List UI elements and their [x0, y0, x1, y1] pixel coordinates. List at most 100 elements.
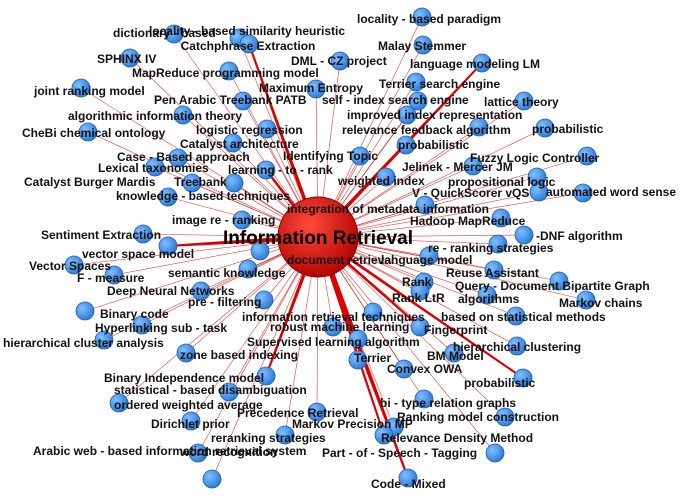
node-label-rank-ltr: Rank LtR	[392, 291, 445, 305]
center-node-circle[interactable]	[277, 196, 359, 278]
node-re-ranking-strategies[interactable]	[488, 234, 508, 254]
node-relevance-feedback-algorithm[interactable]	[469, 117, 489, 137]
node-self-index-search-engine[interactable]	[408, 91, 428, 111]
node-label-hierarchical-clustering: hierarchical clustering	[453, 340, 581, 354]
node-ordered-weighted-average[interactable]	[109, 393, 129, 413]
node-binary-independence-model[interactable]	[256, 366, 276, 386]
node-case-based-approach[interactable]	[168, 148, 188, 168]
node-hadoop-mapreduce[interactable]	[491, 208, 511, 228]
node-probabilistic[interactable]	[513, 368, 533, 388]
node-image-re-ranking[interactable]	[232, 210, 252, 230]
node-statistical-based-disambiguation[interactable]	[219, 382, 239, 402]
node-markov-chains[interactable]	[576, 290, 596, 310]
node-vector-space-model[interactable]	[158, 236, 178, 256]
node-label-identifying-topic: Identifying Topic	[283, 149, 378, 163]
node-relevance-density-method[interactable]	[374, 425, 394, 445]
edge-vector-spaces	[73, 236, 319, 266]
node-convex-owa[interactable]	[394, 359, 414, 379]
node-word-recognition[interactable]	[188, 443, 208, 463]
node-v-quickscorer-vqs[interactable]	[573, 183, 593, 203]
node-identifying-topic[interactable]	[350, 146, 370, 166]
node-maximum-entropy[interactable]	[306, 79, 326, 99]
node-treebank[interactable]	[224, 173, 244, 193]
node-catalyst-burger-mardis[interactable]	[182, 173, 202, 193]
node-label-locality-based-paradigm: locality - based paradigm	[357, 12, 501, 26]
node-rank-ltr[interactable]	[410, 281, 430, 301]
node-deep-neural-networks[interactable]	[191, 281, 211, 301]
node-bm-model[interactable]	[444, 343, 464, 363]
node-probabilistic[interactable]	[535, 118, 555, 138]
node-jelinek-mercer-jm[interactable]	[463, 156, 483, 176]
node-label-algorithmic-information-theory: algorithmic information theory	[68, 109, 242, 123]
node-zone-based-indexing[interactable]	[176, 343, 196, 363]
node-code-mixed[interactable]	[398, 468, 418, 488]
node-information-retrieval-techniques[interactable]	[363, 302, 383, 322]
node-language-modeling-lm[interactable]	[472, 53, 492, 73]
node-label-binary-independence-model: Binary Independence model	[104, 371, 264, 385]
node-lattice-theory[interactable]	[514, 91, 534, 111]
node-dictionary-based[interactable]	[164, 24, 184, 44]
node-ranking-model-construction[interactable]	[495, 407, 515, 427]
node-lexical-taxonomies[interactable]	[145, 157, 165, 177]
node-precedence-retrieval[interactable]	[307, 402, 327, 422]
node-dml-cz-project[interactable]	[330, 51, 350, 71]
node-integration-of-metadata-information[interactable]	[415, 195, 435, 215]
node-joint-ranking-model[interactable]	[71, 78, 91, 98]
node-terrier-search-engine[interactable]	[406, 72, 426, 92]
node-label-image-re-ranking: image re - ranking	[172, 213, 275, 227]
node-label-bi-type-relation-graphs: bi - type relation graphs	[380, 396, 516, 410]
node-arabic-web-based-information-retrieval-system[interactable]	[202, 469, 222, 489]
node-catalyst-architecture[interactable]	[223, 133, 243, 153]
node-part-of-speech-tagging[interactable]	[485, 443, 505, 463]
node-knowledge-based-techniques[interactable]	[158, 187, 178, 207]
node-terrier[interactable]	[348, 350, 368, 370]
node-fingerprint[interactable]	[410, 317, 430, 337]
node-dnf-algorithm[interactable]	[514, 225, 534, 245]
node-mapreduce-programming-model[interactable]	[219, 61, 239, 81]
node-semantic-knowledge[interactable]	[238, 259, 258, 279]
node-language-model[interactable]	[419, 246, 439, 266]
node-label-treebank: Treebank	[174, 175, 227, 189]
node-vector-spaces[interactable]	[64, 255, 84, 275]
center-node[interactable]: Information Retrieval	[223, 196, 413, 278]
node-reuse-assistant[interactable]	[484, 260, 504, 280]
node-supervised-learning-algorithm[interactable]	[348, 329, 368, 349]
node-probabilistic[interactable]	[396, 135, 416, 155]
node-weighted-index[interactable]	[376, 167, 396, 187]
node-label-markov-chains: Markov chains	[559, 296, 643, 310]
node-learning-to-rank[interactable]	[256, 160, 276, 180]
node-logistic-regression[interactable]	[257, 119, 277, 139]
node-f-measure[interactable]	[104, 265, 124, 285]
node-sentiment-extraction[interactable]	[133, 224, 153, 244]
node-query-document-bipartite-graph[interactable]	[549, 271, 569, 291]
node-algorithms[interactable]	[477, 285, 497, 305]
node-catchphrase-extraction[interactable]	[239, 34, 259, 54]
node-label-pen-arabic-treebank-patb: Pen Arabic Treebank PATB	[154, 93, 307, 107]
node-label-dnf-algorithm: -DNF algorithm	[536, 229, 623, 243]
edge-chebi-chemical-ontology	[87, 131, 319, 238]
node-reranking-strategies[interactable]	[275, 425, 295, 445]
node-improved-index-representation[interactable]	[397, 105, 417, 125]
node-malay-stemmer[interactable]	[413, 35, 433, 55]
node-label-language-model: language model	[381, 253, 472, 267]
node-pen-arabic-treebank-patb[interactable]	[233, 91, 253, 111]
node-pre-filtering[interactable]	[254, 290, 274, 310]
node-hierarchical-clustering[interactable]	[507, 336, 527, 356]
node-label-markov-precision-mp: Markov Precision MP	[292, 417, 413, 431]
node-label-deep-neural-networks: Deep Neural Networks	[107, 284, 235, 298]
node-document-retrieval[interactable]	[250, 241, 270, 261]
node-automated-word-sense[interactable]	[529, 182, 549, 202]
node-algorithmic-information-theory[interactable]	[173, 105, 193, 125]
node-hyperlinking-sub-task[interactable]	[132, 315, 152, 335]
node-binary-code[interactable]	[75, 301, 95, 321]
node-robust-machine-learning[interactable]	[323, 317, 343, 337]
node-fuzzy-logic-controller[interactable]	[577, 146, 597, 166]
node-based-on-statistical-methods[interactable]	[506, 306, 526, 326]
node-chebi-chemical-ontology[interactable]	[78, 122, 98, 142]
node-locality-based-paradigm[interactable]	[412, 7, 432, 27]
node-label-lexical-taxonomies: Lexical taxonomies	[98, 161, 209, 175]
node-bi-type-relation-graphs[interactable]	[414, 389, 434, 409]
node-hierarchical-cluster-analysis[interactable]	[94, 330, 114, 350]
node-dirichlet-prior[interactable]	[181, 411, 201, 431]
node-sphinx-iv[interactable]	[120, 48, 140, 68]
